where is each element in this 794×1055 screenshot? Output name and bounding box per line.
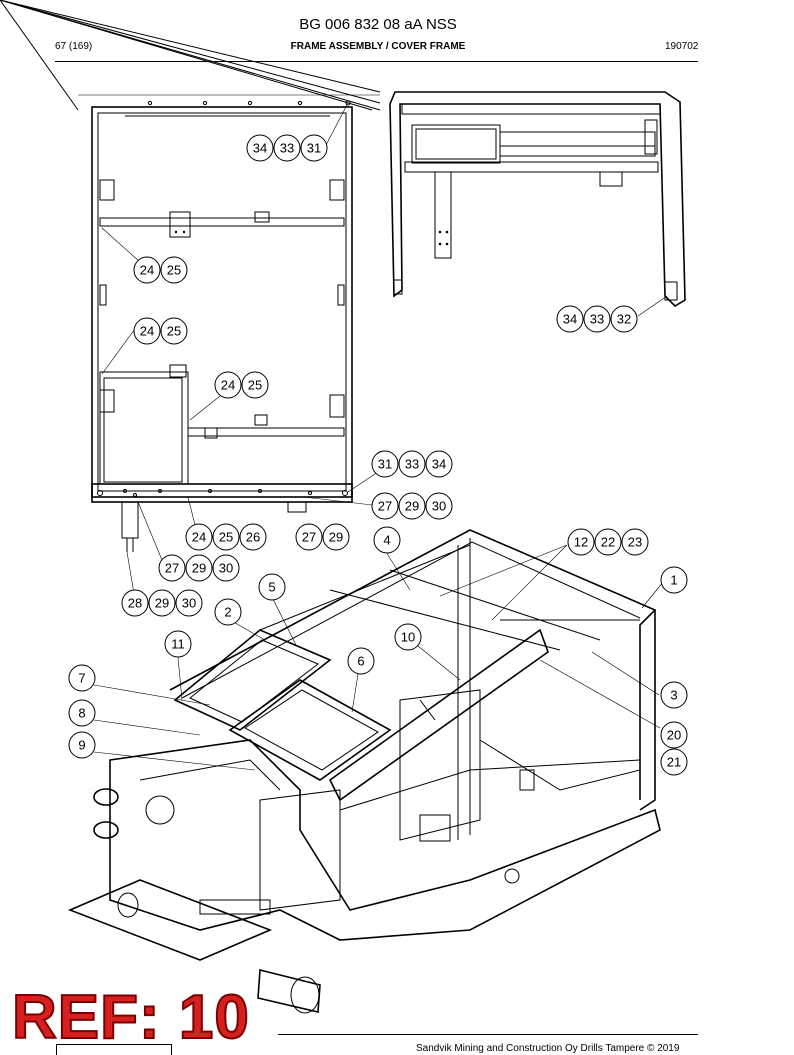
callout-21: 21	[667, 755, 681, 770]
callout-10: 10	[401, 630, 415, 645]
callout-26: 26	[246, 530, 260, 545]
callout-12: 12	[574, 535, 588, 550]
callout-23: 23	[628, 535, 642, 550]
copyright-notice: Sandvik Mining and Construction Oy Drill…	[416, 1043, 680, 1054]
callout-25: 25	[167, 324, 181, 339]
callout-25: 25	[219, 530, 233, 545]
callout-singles: 4 1 5 2 10 11 6 7 3 8 20 9 21	[68, 526, 688, 776]
callout-32: 32	[617, 312, 631, 327]
callout-group-24-25-a: 24 25	[133, 256, 188, 284]
callout-4: 4	[383, 533, 390, 548]
callout-8: 8	[78, 706, 85, 721]
callout-group-12-22-23: 12 22 23	[567, 528, 649, 556]
callout-34: 34	[432, 457, 446, 472]
callout-31: 31	[307, 141, 321, 156]
callout-24: 24	[192, 530, 206, 545]
frame-front-view	[0, 0, 382, 595]
callout-29: 29	[329, 530, 343, 545]
callout-group-24-25-b: 24 25	[133, 317, 188, 345]
callout-group-27-29: 27 29	[295, 523, 350, 551]
callout-group-27-29-30-left: 27 29 30	[158, 554, 240, 582]
callout-group-24-25-26: 24 25 26	[185, 523, 267, 551]
ref-stamp: REF: 10	[11, 982, 250, 1053]
callout-7: 7	[78, 671, 85, 686]
frame-isometric-view	[67, 529, 665, 1014]
callout-group-31-33-34: 31 33 34	[371, 450, 453, 478]
footer-rule	[278, 1034, 698, 1035]
callout-30: 30	[219, 561, 233, 576]
callout-22: 22	[601, 535, 615, 550]
section-title: FRAME ASSEMBLY / COVER FRAME	[290, 41, 466, 52]
callout-30: 30	[432, 499, 446, 514]
callout-1: 1	[670, 573, 677, 588]
callout-20: 20	[667, 728, 681, 743]
page-counter: 67 (169)	[55, 41, 93, 52]
brand-logo	[56, 1044, 172, 1055]
callout-31: 31	[378, 457, 392, 472]
callout-group-28-29-30: 28 29 30	[121, 589, 203, 617]
callout-33: 33	[590, 312, 604, 327]
callout-33: 33	[405, 457, 419, 472]
callout-29: 29	[155, 596, 169, 611]
callout-34: 34	[563, 312, 577, 327]
callout-29: 29	[192, 561, 206, 576]
callout-2: 2	[224, 605, 231, 620]
callout-27: 27	[165, 561, 179, 576]
callout-group-34-33-31-top: 34 33 31	[246, 134, 328, 162]
callout-34: 34	[253, 141, 267, 156]
callout-25: 25	[248, 378, 262, 393]
callout-30: 30	[182, 596, 196, 611]
callout-11: 11	[171, 637, 185, 652]
callout-27: 27	[302, 530, 316, 545]
callout-6: 6	[357, 654, 364, 669]
header-rule	[55, 61, 698, 62]
callout-33: 33	[280, 141, 294, 156]
callout-25: 25	[167, 263, 181, 278]
callout-3: 3	[670, 688, 677, 703]
callout-24: 24	[140, 263, 154, 278]
document-number: BG 006 832 08 aA NSS	[299, 16, 457, 33]
callout-group-24-25-c: 24 25	[214, 371, 269, 399]
callout-27: 27	[378, 499, 392, 514]
callout-24: 24	[221, 378, 235, 393]
callout-5: 5	[268, 580, 275, 595]
callout-9: 9	[78, 738, 85, 753]
frame-side-view	[389, 91, 686, 317]
date-code: 190702	[665, 41, 699, 52]
callout-group-27-29-30-right: 27 29 30	[371, 492, 453, 520]
callout-24: 24	[140, 324, 154, 339]
callout-28: 28	[128, 596, 142, 611]
callout-29: 29	[405, 499, 419, 514]
callout-group-34-33-32: 34 33 32	[556, 305, 638, 333]
